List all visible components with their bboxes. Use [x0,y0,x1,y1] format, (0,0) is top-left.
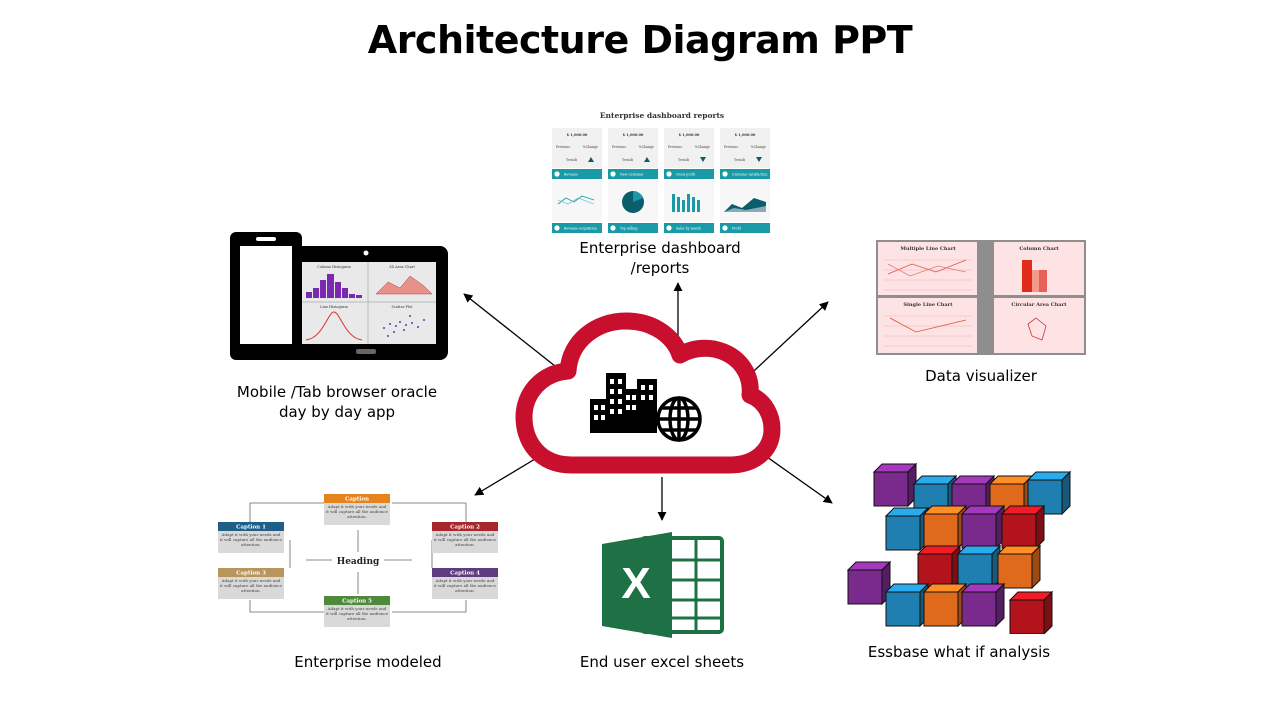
dashboard-card-amount: $ 1,000.00 [735,133,756,137]
excel-label: End user excel sheets [579,653,745,671]
card-badge-icon [722,171,728,177]
cube-icon [884,582,930,628]
cube-icon [960,504,1006,550]
visualizer-thumbnail: Multiple Line Chart Column Chart Single … [876,240,1086,355]
cube-icon [916,544,962,590]
mobile-label-line1: Mobile /Tab browser oracle [236,383,438,401]
modeled-caption: Caption 2 [450,525,480,531]
cube-icon [922,582,968,628]
visualizer-panel3-title: Single Line Chart [903,302,953,308]
dashboard-heading: Enterprise dashboard reports [600,111,724,120]
card-badge-icon [722,225,728,231]
arrow-to-visualizer [741,301,829,383]
dashboard-card-previous: Previous [556,145,570,149]
dashboard-card-banner: Revenue [564,173,578,177]
cube-icon [872,462,918,508]
dashboard-label-line1: Enterprise dashboard [579,239,741,257]
cube-icon [1000,504,1046,550]
arrow-to-essbase [759,451,833,504]
dashboard-card-footer: Revenue acquisition [564,227,597,231]
arrow-to-modeled [474,452,546,496]
dashboard-label-line2: /reports [630,259,690,277]
dashboard-card-footer: Profit [732,227,742,231]
trend-down-icon [756,157,762,162]
visualizer-panel2-title: Column Chart [1019,246,1059,252]
modeled-heading: Heading [337,557,380,567]
tablet-panel1-title: Column Histogram [317,265,351,269]
visualizer-panel1-title: Multiple Line Chart [900,246,956,252]
dashboard-card-banner: Customer satisfaction [732,173,767,177]
cube-icon [1008,590,1054,634]
cube-icon [922,504,968,550]
cube-icon [1026,470,1072,516]
modeled-caption: Caption 4 [450,571,480,577]
tablet-panel4-title: Scatter Plot [391,305,413,309]
trend-up-icon [588,157,594,162]
modeled-caption-body: Adapt it with your needs and it will cap… [326,504,388,519]
dashboard-card-footer: Top selling [620,227,638,231]
dashboard-card-footer: Sales by month [676,227,701,231]
mobile-tablet-icon: Column Histogram 3D Area Chart Line Hist… [230,232,448,360]
modeled-caption-body: Adapt it with your needs and it will cap… [220,532,282,547]
tablet-panel2-title: 3D Area Chart [389,265,415,269]
arrow-to-mobile [463,293,561,371]
card-badge-icon [666,171,672,177]
visualizer-panel4-title: Circular Area Chart [1011,302,1067,308]
card-badge-icon [610,171,616,177]
dashboard-card-banner: New customer [620,173,644,177]
modeled-caption: Caption 5 [342,599,372,605]
dashboard-card-change: %Change [583,145,599,149]
cube-icon [846,560,892,606]
mobile-label: Mobile /Tab browser oracle day by day ap… [228,382,446,422]
modeled-label: Enterprise modeled [294,653,442,671]
dashboard-card-trend: Trends [678,158,690,162]
dashboard-card-banner: Gross profit [676,173,696,177]
card-badge-icon [554,225,560,231]
globe-icon [656,396,702,442]
cube-icon [884,506,930,552]
dashboard-card-trend: Trends [622,158,634,162]
modeled-caption-body: Adapt it with your needs and it will cap… [220,578,282,593]
trend-up-icon [644,157,650,162]
tablet-panel3-title: Line Histogram [320,305,348,309]
modeled-caption: Caption 3 [236,571,266,577]
dashboard-card-amount: $ 1,000.00 [623,133,644,137]
dashboard-card-amount: $ 1,000.00 [679,133,700,137]
dashboard-card-previous: Previous [612,145,626,149]
modeled-caption: Caption 1 [236,525,266,531]
mobile-label-line2: day by day app [278,403,396,421]
cubes-icon [846,462,1072,634]
cube-icon [960,582,1006,628]
dashboard-label: Enterprise dashboard /reports [560,238,760,278]
modeled-caption-body: Adapt it with your needs and it will cap… [326,606,388,621]
dashboard-card-trend: Trends [734,158,746,162]
cloud-icon [515,312,781,474]
modeled-caption: Caption [345,497,369,503]
cube-icon [996,544,1042,590]
modeled-caption-body: Adapt it with your needs and it will cap… [434,532,496,547]
page-title: Architecture Diagram PPT [367,18,913,62]
essbase-label: Essbase what if analysis [867,643,1051,661]
card-badge-icon [554,171,560,177]
dashboard-card-change: %Change [751,145,767,149]
excel-glyph: X [621,559,650,608]
cube-icon [956,544,1002,590]
dashboard-card-trend: Trends [566,158,578,162]
trend-down-icon [700,157,706,162]
dashboard-card-change: %Change [639,145,655,149]
dashboard-card-previous: Previous [668,145,682,149]
modeled-caption-body: Adapt it with your needs and it will cap… [434,578,496,593]
dashboard-card-change: %Change [695,145,711,149]
visualizer-label: Data visualizer [925,367,1037,385]
city-buildings-icon [590,373,657,433]
dashboard-card-previous: Previous [724,145,738,149]
card-badge-icon [666,225,672,231]
dashboard-card-amount: $ 1,000.00 [567,133,588,137]
card-badge-icon [610,225,616,231]
excel-icon: X [602,532,724,638]
